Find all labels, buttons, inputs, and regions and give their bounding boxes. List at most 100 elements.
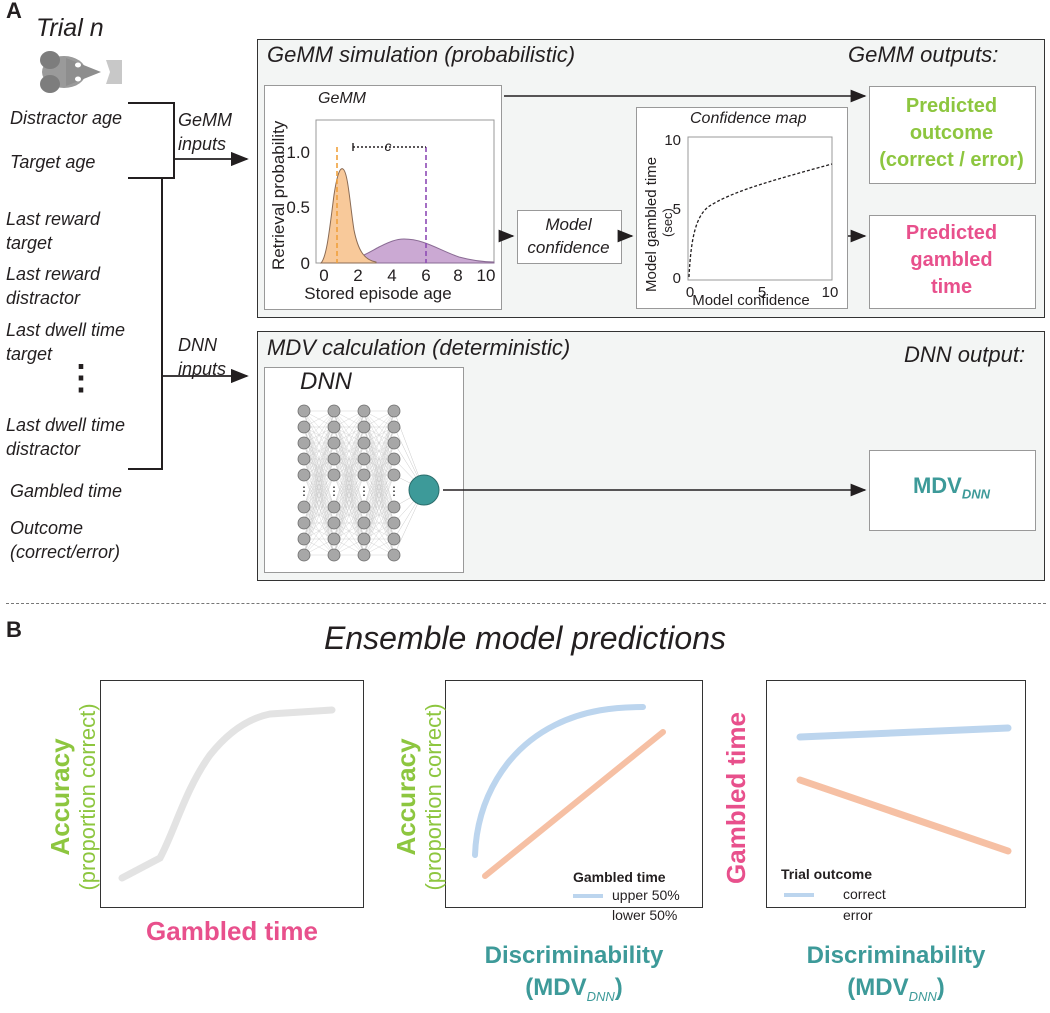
input-brackets xyxy=(128,102,249,470)
plot1-xlabel: Gambled time xyxy=(146,916,318,946)
dnn-node xyxy=(327,468,341,482)
gemm-xtick: 10 xyxy=(477,266,496,285)
gemm-plot-title: GeMM xyxy=(318,90,366,107)
dnn-node xyxy=(327,404,341,418)
mdv-output-label: MDVDNN xyxy=(912,473,991,502)
gemm-xlabel: Stored episode age xyxy=(304,284,451,303)
dnn-node xyxy=(387,500,401,514)
dnn-node xyxy=(297,548,311,562)
dnn-node xyxy=(297,452,311,466)
mdv-section-title: MDV calculation (deterministic) xyxy=(267,335,571,360)
gemm-ylabel: Retrieval probability xyxy=(269,120,288,270)
plot3-legend-error: error xyxy=(843,907,873,923)
plot2-ylabel: Accuracy (proportion correct) xyxy=(391,703,446,891)
dnn-node xyxy=(297,516,311,530)
trial-label: Trial n xyxy=(36,14,104,42)
dnn-output-node xyxy=(408,474,440,506)
dnn-output-arrow xyxy=(443,483,867,497)
input-outcome: Outcome(correct/error) xyxy=(10,518,121,562)
dnn-node xyxy=(327,516,341,530)
dnn-node xyxy=(297,404,311,418)
gemm-arrows xyxy=(498,89,867,243)
dnn-node xyxy=(357,452,371,466)
dnn-node xyxy=(297,532,311,546)
dnn-network-diagram: ⋮ ⋮ ⋮ ⋮ xyxy=(297,404,440,562)
input-distractor-age: Distractor age xyxy=(10,108,123,128)
gemm-xtick: 2 xyxy=(353,266,362,285)
dnn-node xyxy=(327,420,341,434)
confidence-map-plot: 10 5 0 0 5 10 Model confidence Model gam… xyxy=(643,132,838,307)
dnn-ellipsis: ⋮ xyxy=(388,484,400,498)
dnn-node xyxy=(387,516,401,530)
gemm-xtick: 8 xyxy=(453,266,462,285)
plot3-legend-correct: correct xyxy=(843,886,886,902)
dnn-node xyxy=(357,404,371,418)
cmap-ylabel-2: (sec) xyxy=(660,208,675,237)
plot2-xlabel: Discriminability (MDVDNN) xyxy=(484,942,664,1004)
dnn-output-title: DNN output: xyxy=(904,342,1026,367)
dnn-node xyxy=(297,500,311,514)
gemm-section-title: GeMM simulation (probabilistic) xyxy=(267,42,576,67)
section-divider xyxy=(6,603,1046,604)
plot3-lines xyxy=(784,724,1012,897)
input-target-age: Target age xyxy=(10,152,96,172)
plot3-ylabel: Gambled time xyxy=(721,712,751,884)
dnn-node xyxy=(297,468,311,482)
gemm-ytick: 0.5 xyxy=(286,198,310,217)
cmap-ytick: 10 xyxy=(664,132,681,149)
rat-icon xyxy=(40,51,122,93)
model-confidence-box xyxy=(517,210,622,264)
dnn-node xyxy=(357,468,371,482)
gemm-c-label: c xyxy=(385,138,392,154)
predicted-outcome-box xyxy=(869,86,1036,184)
plot2-legend-title: Gambled time xyxy=(573,869,666,885)
panel-a-letter: A xyxy=(6,0,22,23)
cmap-ytick: 0 xyxy=(673,270,681,287)
dnn-node xyxy=(327,452,341,466)
plot3-box xyxy=(766,680,1026,908)
gemm-ytick: 1.0 xyxy=(286,143,310,162)
dnn-node xyxy=(387,436,401,450)
dnn-node xyxy=(327,548,341,562)
dnn-node xyxy=(357,532,371,546)
dnn-ellipsis: ⋮ xyxy=(298,484,310,498)
dnn-node xyxy=(297,420,311,434)
dnn-node xyxy=(357,500,371,514)
dnn-ellipsis: ⋮ xyxy=(358,484,370,498)
confidence-map-title: Confidence map xyxy=(690,110,807,127)
plot2-legend-upper: upper 50% xyxy=(612,887,680,903)
gemm-outputs-title: GeMM outputs: xyxy=(848,42,999,67)
plot1-curve xyxy=(118,706,336,882)
dnn-node xyxy=(387,532,401,546)
dnn-node xyxy=(327,500,341,514)
gemm-plot: 1.0 0.5 0 0 2 4 6 8 10 Stored episode ag… xyxy=(269,119,496,303)
input-gambled-time: Gambled time xyxy=(10,481,123,501)
dnn-node xyxy=(357,420,371,434)
gemm-xtick: 6 xyxy=(421,266,430,285)
dnn-node xyxy=(387,548,401,562)
dnn-label: DNN xyxy=(300,368,352,395)
dnn-node xyxy=(387,420,401,434)
dnn-node xyxy=(297,436,311,450)
cmap-xtick: 0 xyxy=(686,284,694,301)
plot2-curves xyxy=(472,704,666,898)
predicted-time-box xyxy=(869,215,1036,309)
plot1-box xyxy=(100,680,364,908)
cmap-xtick: 5 xyxy=(758,284,766,301)
dnn-ellipsis: ⋮ xyxy=(328,484,340,498)
dnn-node xyxy=(387,468,401,482)
gemm-ytick: 0 xyxy=(301,254,310,273)
cmap-ylabel-1: Model gambled time xyxy=(643,157,660,292)
ellipsis-icon: ⋮ xyxy=(64,359,98,397)
cmap-ytick: 5 xyxy=(673,201,681,218)
dnn-node xyxy=(327,532,341,546)
gemm-xtick: 0 xyxy=(319,266,328,285)
dnn-node xyxy=(387,404,401,418)
plot3-xlabel: Discriminability (MDVDNN) xyxy=(806,942,986,1004)
